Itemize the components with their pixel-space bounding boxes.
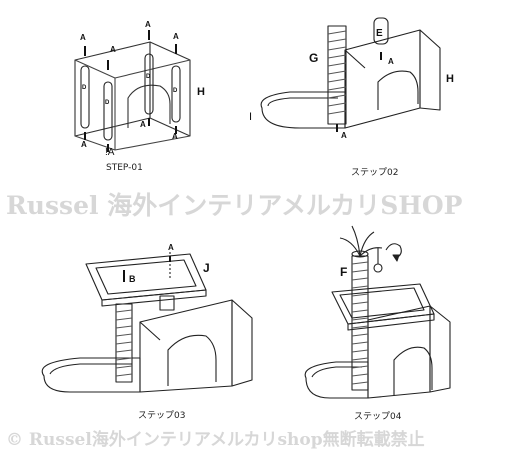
step3-labels: A B J <box>129 243 210 284</box>
step2-post-ridges <box>327 30 347 115</box>
step1-post-3 <box>144 53 154 115</box>
step3-screws <box>123 256 171 282</box>
step3-label-b: B <box>129 274 136 284</box>
step1-label-a7: A <box>172 132 178 141</box>
step3-house-front <box>139 299 233 393</box>
step4-house-front <box>367 305 431 399</box>
step3-label-j: J <box>203 261 210 275</box>
step1-diagram <box>74 30 191 152</box>
step1-post-2 <box>103 81 113 141</box>
step1-label-h: H <box>197 86 205 98</box>
step2-door <box>377 70 419 110</box>
step3-platform-top <box>85 253 207 301</box>
step4-tray-inner <box>311 366 362 378</box>
step4-house-side <box>429 305 451 393</box>
step1-label-a-cursive: !A <box>105 147 115 158</box>
step3-house-side <box>231 299 253 387</box>
step1-label-d1: D <box>82 85 87 91</box>
step3-platform-inner <box>95 259 197 295</box>
step1-post-1 <box>80 65 90 129</box>
step4-labels: F <box>340 265 347 279</box>
step2-label-i: I <box>249 111 252 123</box>
step1-label-d2: D <box>105 100 110 106</box>
step4-rotate-arrowhead <box>392 254 400 262</box>
step3-post-ridges <box>115 309 133 377</box>
step3-house-top-edge <box>139 321 161 341</box>
step1-labels: A A A A A A A D D D D H !A <box>80 20 205 158</box>
step4-caption: ステップ04 <box>354 412 402 422</box>
step4-plant-base <box>351 250 369 258</box>
step2-house-front <box>344 29 421 129</box>
step4-rotate-arrow <box>385 243 402 259</box>
step1-box-top-edges <box>74 59 191 79</box>
step1-label-a5: A <box>81 140 87 149</box>
step2-post-e <box>373 17 389 45</box>
step2-tray-inner <box>267 97 338 107</box>
step4-diagram <box>304 225 451 399</box>
step1-label-d4: D <box>173 88 178 94</box>
step2-diagram <box>260 17 441 132</box>
step3-caption: ステップ03 <box>138 411 186 421</box>
step3-door <box>167 334 217 386</box>
step4-platform-edge <box>347 313 435 331</box>
step1-door <box>127 84 171 128</box>
step2-screws <box>336 52 382 132</box>
step3-tray-inner <box>49 363 132 375</box>
step2-caption: ステップ02 <box>351 168 399 178</box>
step2-label-g: G <box>309 51 318 65</box>
step2-house-side <box>419 29 441 111</box>
step1-label-a1: A <box>80 33 86 42</box>
step2-house-top-edge <box>344 49 366 69</box>
step4-plant-leaves <box>339 225 383 257</box>
step2-labels: G E A A H I <box>249 28 454 140</box>
step3-platform-edge <box>101 289 207 307</box>
step1-label-a6: A <box>140 120 146 129</box>
step2-label-a1: A <box>388 57 394 66</box>
step1-label-a4: A <box>173 32 179 41</box>
step1-label-d3: D <box>146 74 151 80</box>
step2-label-h: H <box>446 73 454 85</box>
step1-box-bottom-edges <box>74 135 191 151</box>
step1-caption: STEP-01 <box>106 163 143 173</box>
step1-post-4 <box>171 65 181 123</box>
step1-label-a3: A <box>145 20 151 29</box>
step4-door <box>393 346 433 396</box>
step2-label-e: E <box>376 28 383 39</box>
center-watermark: Russel 海外インテリアメルカリSHOP <box>6 191 463 220</box>
step4-label-f: F <box>340 265 347 279</box>
step3-diagram <box>41 252 253 393</box>
step4-post-ridges <box>351 261 369 385</box>
step1-screws <box>84 30 177 152</box>
step4-ball <box>373 263 383 273</box>
step4-platform-inner <box>339 287 425 319</box>
step3-connector <box>159 295 175 311</box>
step3-label-a: A <box>168 243 174 252</box>
step1-label-a2: A <box>110 45 116 54</box>
step3-tray <box>41 357 141 393</box>
step4-platform-top <box>331 283 435 325</box>
step2-tray <box>260 91 346 129</box>
footer-watermark: © Russel海外インテリアメルカリshop無断転載禁止 <box>6 430 425 450</box>
step2-label-a2: A <box>341 131 347 140</box>
